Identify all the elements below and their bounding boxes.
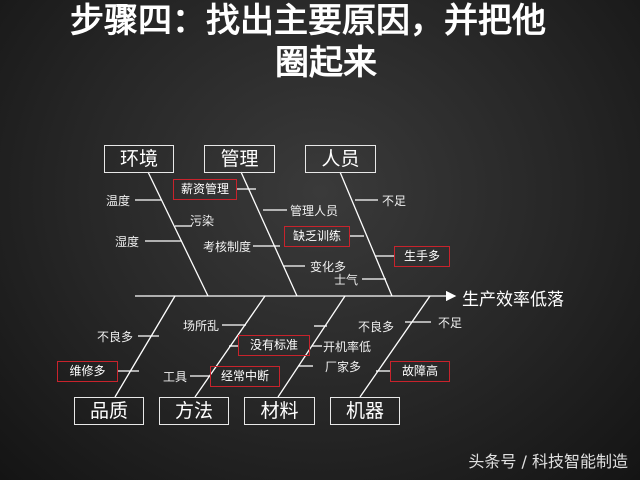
category-environment: 环境 — [104, 145, 174, 173]
category-quality: 品质 — [74, 397, 144, 425]
category-personnel: 人员 — [305, 145, 376, 173]
page-title-line-2: 圈起来 — [275, 43, 377, 83]
bone-machine — [359, 295, 431, 398]
bone-personnel — [339, 171, 393, 297]
cause-insufficient: 不足 — [382, 194, 407, 208]
bone-environment — [147, 171, 209, 297]
cause-material-defects: 不良多 — [358, 320, 395, 334]
cause-many-failures-highlighted: 故障高 — [390, 361, 450, 382]
cause-management-staff: 管理人员 — [290, 204, 339, 218]
cause-lack-training-highlighted: 缺乏训练 — [284, 226, 350, 247]
footer-watermark: 头条号 / 科技智能制造 — [468, 452, 628, 471]
cause-temperature: 温度 — [106, 194, 131, 208]
effect-label: 生产效率低落 — [462, 290, 564, 310]
cause-pollution: 污染 — [190, 214, 215, 228]
cause-machine-insufficient: 不足 — [438, 316, 463, 330]
cause-frequent-interruption-highlighted: 经常中断 — [210, 366, 280, 387]
category-material: 材料 — [244, 397, 315, 425]
cause-assessment-system: 考核制度 — [203, 240, 252, 254]
cause-changes: 变化多 — [310, 260, 347, 274]
bone-quality — [114, 295, 176, 398]
cause-salary-management-highlighted: 薪资管理 — [173, 179, 237, 200]
cause-humidity: 湿度 — [115, 235, 140, 249]
cause-many-repairs-highlighted: 维修多 — [57, 361, 118, 382]
cause-start-rate-low: 开机率低 — [323, 340, 372, 354]
category-method: 方法 — [159, 397, 229, 425]
bone-material — [277, 295, 346, 398]
cause-many-vendors: 厂家多 — [325, 360, 362, 374]
cause-tools: 工具 — [163, 370, 188, 384]
cause-morale: 士气 — [334, 273, 359, 287]
cause-no-standard-highlighted: 没有标准 — [238, 335, 310, 356]
cause-many-novices-highlighted: 生手多 — [394, 246, 450, 267]
category-management: 管理 — [204, 145, 275, 173]
cause-messy-site: 场所乱 — [183, 319, 220, 333]
cause-quality-defects: 不良多 — [97, 330, 134, 344]
page-title-line-1: 步骤四：找出主要原因，并把他 — [70, 1, 546, 41]
bone-management — [240, 171, 298, 297]
category-machine: 机器 — [330, 397, 400, 425]
